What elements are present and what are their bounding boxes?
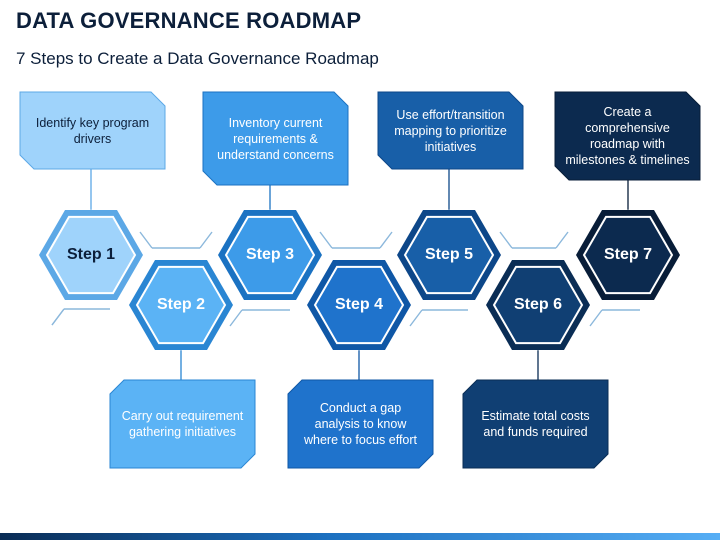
decor-line <box>139 231 153 249</box>
step-label: Step 4 <box>334 296 383 313</box>
step-description: Use effort/transition mapping to priorit… <box>394 107 507 154</box>
step-label: Step 1 <box>66 246 115 263</box>
step-label: Step 5 <box>424 246 473 263</box>
step-description: Carry out requirement gathering initiati… <box>121 409 244 439</box>
step-hexagon <box>135 265 227 345</box>
decor-line <box>199 231 213 249</box>
step-box <box>109 379 256 469</box>
step-box <box>287 379 434 469</box>
decor-line <box>409 309 423 327</box>
step-box <box>462 379 609 469</box>
step-hexagon <box>492 265 584 345</box>
page-subtitle: 7 Steps to Create a Data Governance Road… <box>16 49 379 68</box>
decor-line <box>319 231 333 249</box>
decor-line <box>51 308 65 326</box>
step-description: Create a comprehensive roadmap with mile… <box>565 105 690 167</box>
decor-line <box>499 231 513 249</box>
step-label: Step 3 <box>245 246 294 263</box>
step-label: Step 2 <box>156 296 205 313</box>
step-hexagon <box>582 215 674 295</box>
step-hexagon <box>403 215 495 295</box>
step-description: Estimate total costs and funds required <box>481 409 590 439</box>
step-box <box>554 91 701 181</box>
step-description: Inventory current requirements & underst… <box>217 115 334 162</box>
step-box <box>202 91 349 186</box>
step-box <box>377 91 524 170</box>
step-box <box>19 91 166 170</box>
decor-line <box>229 309 243 327</box>
step-hexagon <box>313 265 405 345</box>
bottom-accent-bar <box>0 533 720 540</box>
step-hexagon <box>45 215 137 295</box>
step-label: Step 6 <box>513 296 562 313</box>
decor-line <box>555 231 569 249</box>
step-hexagon <box>224 215 316 295</box>
page-title: DATA GOVERNANCE ROADMAP <box>16 8 362 33</box>
decor-line <box>379 231 393 249</box>
step-description: Conduct a gap analysis to know where to … <box>303 401 418 447</box>
decor-line <box>589 309 603 327</box>
step-label: Step 7 <box>603 246 652 263</box>
step-description: Identify key program drivers <box>35 115 150 146</box>
